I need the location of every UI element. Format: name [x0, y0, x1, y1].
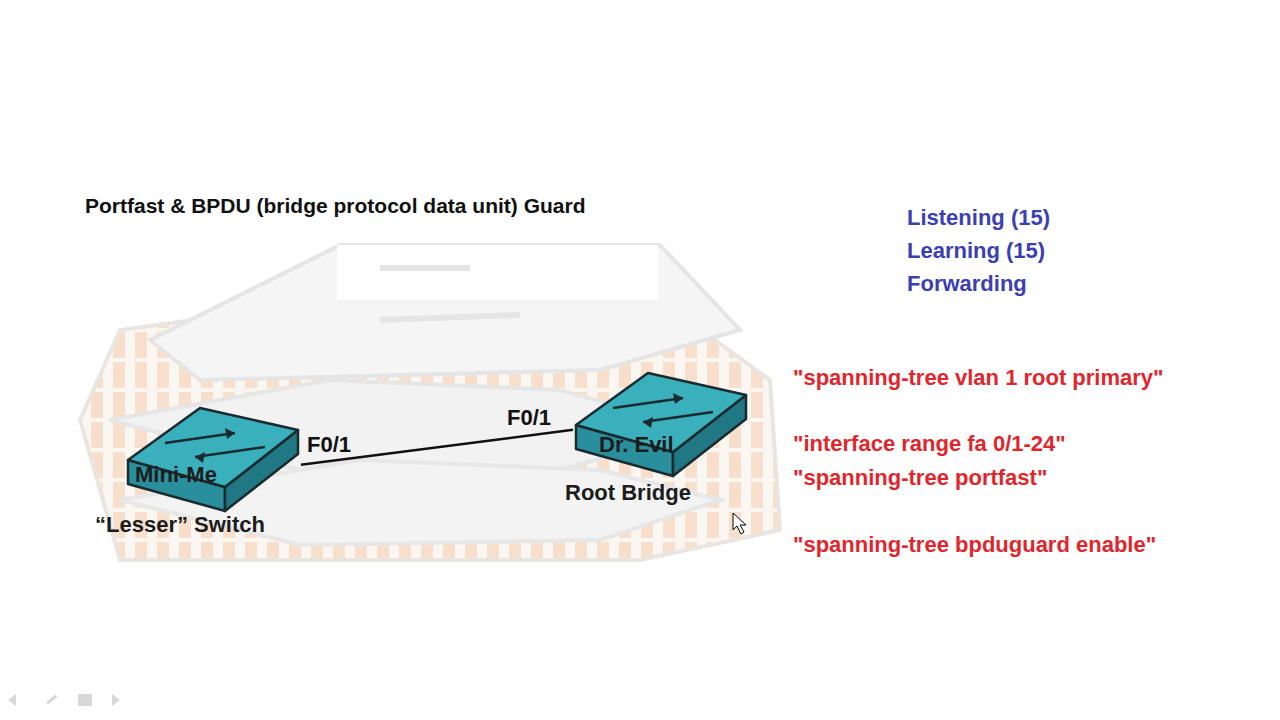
mouse-cursor: [733, 513, 746, 534]
switch-name: Dr. Evil: [599, 432, 674, 458]
cli-command: "spanning-tree bpduguard enable": [793, 532, 1156, 558]
cli-command: "spanning-tree vlan 1 root primary": [793, 365, 1164, 391]
switch-caption: “Lesser” Switch: [95, 512, 265, 538]
stp-state: Forwarding: [907, 271, 1027, 297]
switch-name: Mini-Me: [135, 462, 217, 488]
switch-face: [128, 460, 225, 511]
port-label: F0/1: [507, 405, 551, 431]
switch-arrow: [643, 412, 713, 422]
stp-state: Learning (15): [907, 238, 1045, 264]
switch-arrow-head: [673, 393, 683, 404]
switch-arrow: [613, 398, 683, 408]
cli-command: "interface range fa 0/1-24": [793, 431, 1066, 457]
stp-state: Listening (15): [907, 205, 1050, 231]
cli-command: "spanning-tree portfast": [793, 465, 1047, 491]
switch-caption: Root Bridge: [565, 480, 691, 506]
slide-nav-icons: [8, 694, 120, 706]
switch-face: [128, 408, 298, 487]
switch-arrow-head: [225, 428, 235, 439]
network-switch: Mini-Me“Lesser” Switch: [125, 405, 301, 500]
network-switch: Dr. EvilRoot Bridge: [573, 370, 745, 465]
switch-face: [576, 425, 673, 476]
slide-title: Portfast & BPDU (bridge protocol data un…: [85, 193, 586, 219]
network-link: [301, 430, 573, 465]
building-sketch: [80, 245, 780, 560]
switch-arrow: [195, 447, 265, 457]
switch-arrow-head: [195, 452, 205, 463]
switch-arrow-head: [643, 417, 653, 428]
switch-arrow: [165, 433, 235, 443]
port-label: F0/1: [307, 432, 351, 458]
